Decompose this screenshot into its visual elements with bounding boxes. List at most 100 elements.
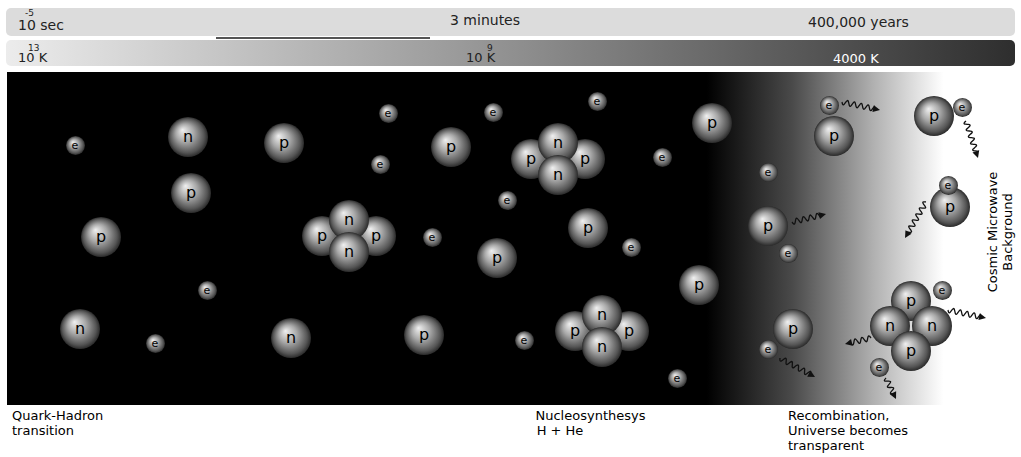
particle-sphere: p xyxy=(891,331,931,371)
particle-sphere: e xyxy=(668,369,687,388)
particle-letter: e xyxy=(594,96,601,107)
timeline-label: -5 xyxy=(25,8,34,18)
stage-label: Recombination, Universe becomes transpar… xyxy=(788,409,911,454)
particle-label-holder: n xyxy=(60,309,100,349)
particle-letter: e xyxy=(521,335,528,346)
photon-wave xyxy=(792,213,821,224)
sphere-fill xyxy=(81,217,121,257)
particle-label-holder: n xyxy=(168,117,208,157)
particle-letter: p xyxy=(317,228,327,244)
sphere-fill xyxy=(568,208,608,248)
particle-sphere: p xyxy=(477,238,517,278)
particle-sphere: e xyxy=(588,92,607,111)
particle-letter: p xyxy=(570,323,580,339)
particle-label-holder: p xyxy=(748,206,788,246)
timeline-label: 4000 K xyxy=(833,52,879,67)
particle-letter: e xyxy=(628,242,635,253)
particle-letter: n xyxy=(597,339,607,355)
photon-arrowhead xyxy=(818,212,826,219)
particle-letter: p xyxy=(279,135,289,151)
particle-label-holder: n xyxy=(271,318,311,358)
time-bar xyxy=(6,8,1015,36)
timeline-label: 10 K xyxy=(18,51,47,66)
particle-label-holder: e xyxy=(820,96,839,115)
particle-label-holder: p xyxy=(692,103,732,143)
particle-sphere: e xyxy=(423,228,442,247)
sphere-fill xyxy=(939,176,958,195)
sphere-fill xyxy=(371,155,390,174)
sphere-fill xyxy=(146,334,165,353)
particle-letter: n xyxy=(286,330,296,346)
particle-label-holder: e xyxy=(198,281,217,300)
particle-letter: p xyxy=(906,293,916,309)
particle-sphere: p xyxy=(264,123,304,163)
photon-arrowhead xyxy=(978,313,986,320)
timeline-label: 10 K xyxy=(466,51,495,66)
particle-sphere: e xyxy=(953,98,972,117)
sphere-fill xyxy=(622,238,641,257)
sphere-fill xyxy=(668,369,687,388)
particle-label-holder: p xyxy=(891,331,931,371)
sphere-fill xyxy=(329,232,369,272)
particle-letter: p xyxy=(96,229,106,245)
particle-label-holder: p xyxy=(814,116,854,156)
particle-sphere: e xyxy=(653,148,672,167)
particle-letter: e xyxy=(876,362,883,373)
particle-sphere: e xyxy=(379,104,398,123)
particle-letter: p xyxy=(446,139,456,155)
particle-letter: e xyxy=(152,338,159,349)
sphere-fill xyxy=(891,331,931,371)
particle-label-holder: e xyxy=(668,369,687,388)
sphere-fill xyxy=(484,103,503,122)
photon-wave xyxy=(884,378,895,394)
particle-letter: p xyxy=(929,108,939,124)
photon-wave xyxy=(948,309,981,319)
particle-letter: n xyxy=(927,318,937,334)
sphere-fill xyxy=(171,173,211,213)
particle-sphere: n xyxy=(582,327,622,367)
particle-letter: p xyxy=(624,323,634,339)
particle-label-holder: p xyxy=(477,238,517,278)
particle-letter: n xyxy=(885,318,895,334)
sphere-fill xyxy=(748,206,788,246)
particle-letter: e xyxy=(490,107,497,118)
particle-label-holder: e xyxy=(588,92,607,111)
particle-letter: e xyxy=(377,159,384,170)
sphere-fill xyxy=(538,155,578,195)
particle-label-holder: n xyxy=(329,232,369,272)
particle-sphere: e xyxy=(779,244,798,263)
sphere-fill xyxy=(779,244,798,263)
sphere-fill xyxy=(198,281,217,300)
particle-label-holder: e xyxy=(484,103,503,122)
particle-letter: e xyxy=(959,102,966,113)
particle-letter: p xyxy=(707,115,717,131)
particle-sphere: p xyxy=(81,217,121,257)
particle-letter: e xyxy=(939,285,946,296)
particle-label-holder: n xyxy=(538,155,578,195)
particle-sphere: e xyxy=(939,176,958,195)
particle-label-holder: e xyxy=(379,104,398,123)
particle-sphere: n xyxy=(168,117,208,157)
particle-sphere: n xyxy=(60,309,100,349)
particle-label-holder: e xyxy=(953,98,972,117)
particle-sphere: p xyxy=(404,315,444,355)
particle-letter: p xyxy=(694,277,704,293)
particle-letter: p xyxy=(763,218,773,234)
particle-sphere: p xyxy=(748,206,788,246)
particle-letter: e xyxy=(204,285,211,296)
particle-letter: n xyxy=(183,129,193,145)
sphere-fill xyxy=(404,315,444,355)
particle-label-holder: e xyxy=(622,238,641,257)
particle-letter: p xyxy=(419,327,429,343)
universe-panel xyxy=(7,72,1014,405)
particle-label-holder: e xyxy=(759,340,778,359)
particle-sphere: p xyxy=(568,208,608,248)
particle-label-holder: p xyxy=(914,96,954,136)
photon-arrowhead xyxy=(807,371,815,377)
sphere-fill xyxy=(582,327,622,367)
particle-letter: e xyxy=(945,180,952,191)
particle-sphere: e xyxy=(371,155,390,174)
particle-letter: n xyxy=(553,167,563,183)
